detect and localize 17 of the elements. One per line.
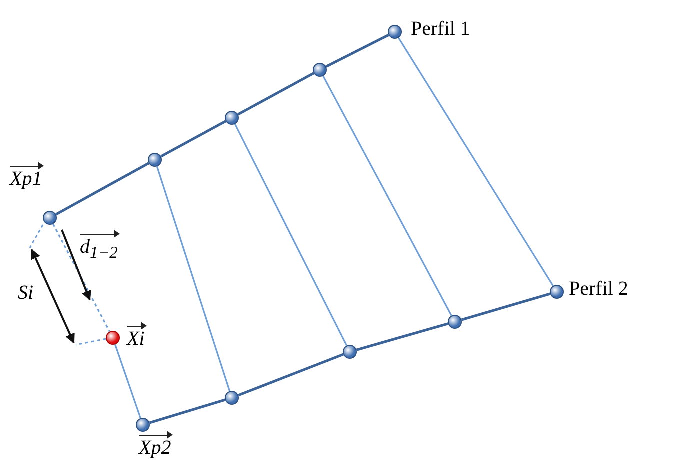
line	[156, 166, 231, 392]
line	[234, 124, 348, 346]
line	[356, 322, 449, 352]
line	[149, 398, 226, 424]
line	[322, 76, 452, 316]
line	[238, 353, 344, 397]
line	[238, 72, 314, 116]
line	[398, 38, 554, 286]
line	[114, 344, 142, 419]
dimension-label: Si	[18, 282, 34, 304]
line	[160, 120, 226, 158]
profile-label: Perfil 2	[569, 278, 628, 300]
dashed-line	[52, 224, 110, 332]
profile-label: Perfil 1	[411, 18, 470, 40]
line	[326, 34, 390, 68]
line	[56, 162, 150, 216]
line	[461, 292, 551, 322]
